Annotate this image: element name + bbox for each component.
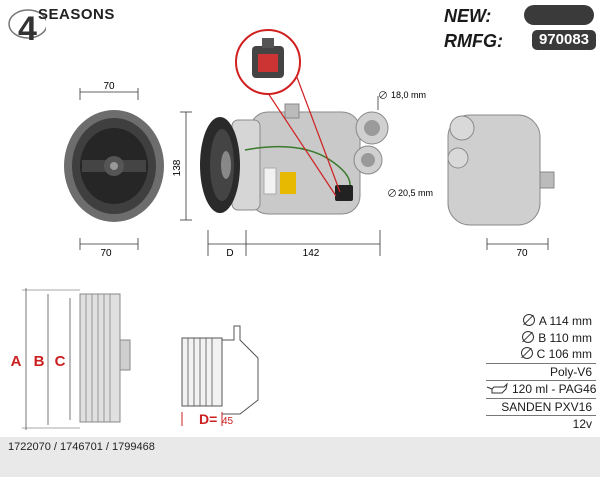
rear-view: 70 — [447, 114, 555, 259]
spec-belt: Poly-V6 — [486, 364, 596, 381]
clutch-schematic: D= 45 — [181, 325, 259, 427]
pulley-profile: A B C — [11, 288, 131, 430]
pulley-c-label: C — [55, 353, 66, 370]
spec-oil: 120 ml - PAG46 — [486, 381, 596, 399]
footer-bar — [0, 437, 600, 477]
new-value-pill — [524, 5, 594, 25]
rmfg-value: 970083 — [532, 30, 596, 50]
svg-text:4: 4 — [18, 10, 37, 44]
reference-numbers: 1722070 / 1746701 / 1799468 — [8, 441, 155, 453]
front-width-label: 70 — [103, 81, 115, 92]
side-d-label: D — [226, 248, 233, 259]
diameter-icon — [522, 330, 535, 343]
diameter-icon — [520, 347, 533, 359]
port2-label: 20,5 mm — [398, 188, 433, 198]
side-length-label: 142 — [303, 248, 320, 259]
front-view: 70 138 70 — [64, 81, 192, 259]
clutch-d-label: D= — [199, 411, 217, 427]
rmfg-label: RMFG: — [444, 31, 503, 51]
diameter-icon — [522, 314, 535, 326]
spec-table: A 114 mm B 110 mm C 106 mm Poly-V6 120 m… — [486, 313, 596, 433]
oil-can-icon — [486, 382, 508, 394]
connector-callout — [235, 29, 341, 197]
side-view: 18,0 mm 20,5 mm D 142 — [200, 90, 433, 259]
pulley-a-label: A — [11, 353, 22, 370]
spec-a: A 114 mm — [486, 313, 596, 330]
spec-c: C 106 mm — [486, 346, 596, 364]
clutch-d-value: 45 — [222, 416, 234, 427]
front-bottom-width-label: 70 — [100, 248, 112, 259]
spec-model: SANDEN PXV16 — [486, 399, 596, 416]
four-seasons-logo-icon: 4 — [8, 9, 46, 44]
spec-voltage: 12v — [572, 417, 592, 431]
spec-b: B 110 mm — [486, 330, 596, 347]
technical-drawing: 70 138 70 — [11, 29, 555, 430]
new-label: NEW: — [444, 6, 492, 26]
port1-label: 18,0 mm — [391, 90, 426, 100]
brand-name: SEASONS — [38, 6, 115, 23]
rear-width-label: 70 — [516, 248, 528, 259]
pulley-b-label: B — [34, 353, 45, 370]
height-label: 138 — [172, 159, 183, 176]
